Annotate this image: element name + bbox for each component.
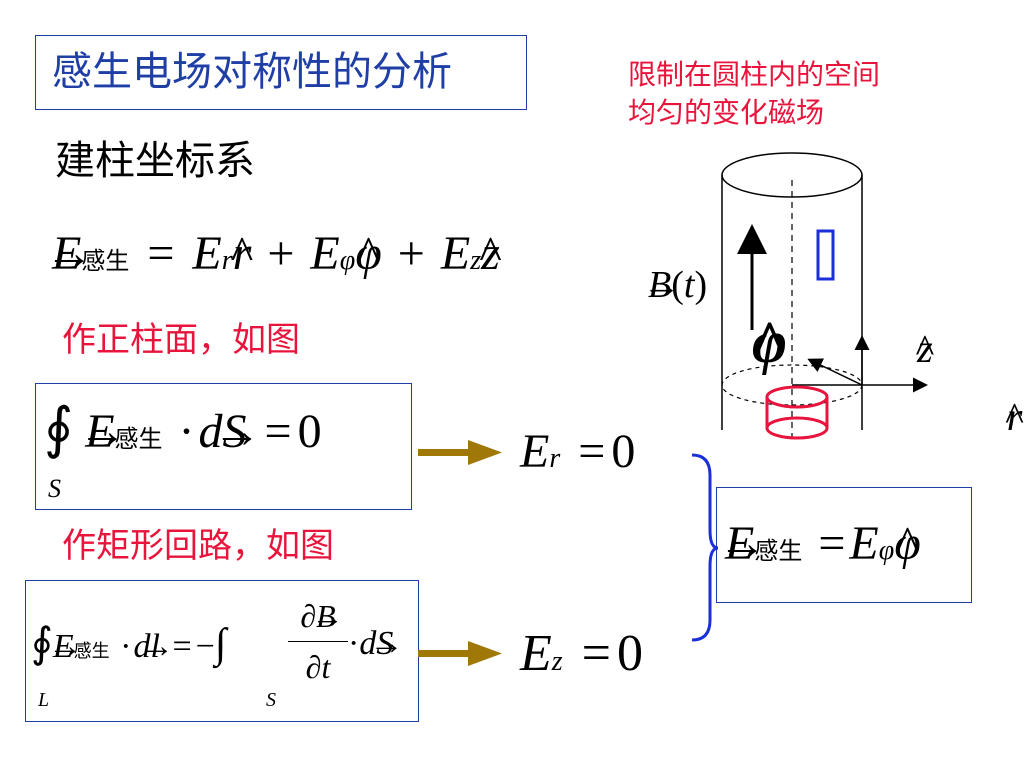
denominator-t: t — [321, 649, 331, 685]
result-ez-sub: z — [551, 646, 563, 677]
result-er-e: E — [520, 425, 550, 478]
arrow-to-ez — [418, 641, 502, 666]
line-equals: = — [172, 628, 192, 665]
fraction-denominator: ∂t — [288, 646, 348, 688]
result-ez-value: 0 — [617, 625, 643, 682]
result-er-zero: Er =0 — [520, 420, 635, 491]
eq1-er-sub: r — [221, 245, 233, 276]
cylinder-surface-coil — [765, 385, 829, 440]
surface-integral-box: ∮ E感生 ·dS =0 S — [35, 383, 412, 510]
field-note-line2: 均匀的变化磁场 — [628, 96, 825, 129]
label-b-of-t: B(t) — [648, 262, 707, 308]
eq1-ephi: E — [310, 227, 340, 280]
fraction-bar — [288, 641, 348, 642]
final-ephi: E — [849, 517, 879, 570]
surface-equals: = — [264, 405, 292, 458]
step-rectangular-loop: 作矩形回路，如图 — [62, 526, 334, 566]
eq1-ez-sub: z — [470, 245, 482, 276]
label-b-rparen: ) — [694, 264, 708, 306]
surface-dot: · — [178, 405, 195, 458]
line-l-vector: l — [151, 622, 160, 672]
eq1-r-hat: r — [233, 222, 252, 286]
label-phi-hat: φ — [752, 310, 787, 374]
arrow-to-er — [418, 440, 502, 465]
surface-integral: ∮ E感生 ·dS =0 — [44, 394, 322, 474]
equation-field-decomposition: E感生 = Err + Eφφ + Ezz — [52, 222, 500, 293]
result-ez-e: E — [520, 625, 552, 682]
rectangular-loop — [816, 229, 835, 281]
field-note-line1: 限制在圆柱内的空间 — [628, 58, 881, 91]
field-note: 限制在圆柱内的空间 均匀的变化磁场 — [628, 56, 880, 132]
line-int: ∫ — [214, 621, 227, 667]
final-e-vector: E — [725, 512, 754, 576]
denominator-partial: ∂ — [305, 649, 322, 685]
tail-s-vector: S — [376, 619, 393, 669]
step-cylinder-surface: 作正柱面，如图 — [62, 320, 300, 360]
label-z-hat: z — [917, 325, 933, 373]
numerator-b-vector: B — [316, 595, 336, 637]
label-b-t: t — [683, 264, 695, 306]
eq1-z-hat: z — [481, 222, 500, 286]
result-er-value: 0 — [611, 425, 636, 478]
line-minus: − — [195, 628, 215, 665]
final-result-box: E感生 =Eφφ — [716, 487, 972, 603]
fraction-numerator: ∂B — [288, 595, 348, 637]
title-box: 感生电场对称性的分析 — [35, 35, 527, 110]
eq1-plus2: + — [397, 227, 425, 280]
result-er-equals: = — [578, 425, 606, 478]
final-result: E感生 =Eφφ — [725, 512, 921, 583]
tail-dot: · — [348, 625, 360, 662]
line-limit-l: L — [38, 689, 50, 711]
final-ephi-sub: φ — [878, 535, 895, 566]
line-integral-tail: ·dS — [348, 619, 393, 669]
line-integral-box: ∮E感生 ·dl =−∫ ∂B ∂t ·dS L S — [25, 580, 419, 722]
eq1-phi-hat: φ — [355, 222, 382, 286]
eq1-plus1: + — [267, 227, 295, 280]
page-title: 感生电场对称性的分析 — [52, 49, 452, 95]
eq1-equals: = — [147, 227, 175, 280]
surface-zero: 0 — [297, 405, 322, 458]
eq1-er: E — [192, 227, 222, 280]
eq1-ephi-sub: φ — [339, 245, 356, 276]
line-e-vector: E — [53, 622, 74, 672]
surface-limit-s: S — [48, 474, 61, 503]
surface-oint: ∮ — [44, 398, 74, 460]
combine-brace — [691, 453, 719, 642]
step-coordinate-system: 建柱坐标系 — [55, 138, 255, 184]
line-limit-s: S — [266, 689, 276, 711]
label-b-vector: B — [648, 262, 671, 308]
result-er-sub: r — [549, 443, 561, 474]
surface-s-vector: S — [223, 397, 247, 467]
label-r-hat: r — [1007, 393, 1023, 441]
line-dot: · — [120, 628, 132, 665]
cylinder-diagram — [721, 152, 928, 440]
line-integral: ∮E感生 ·dl =−∫ — [31, 619, 226, 677]
line-fraction: ∂B ∂t — [288, 595, 348, 688]
line-induced-subscript: 感生 — [73, 641, 110, 662]
final-phi-hat: φ — [894, 512, 921, 576]
result-ez-zero: Ez =0 — [520, 620, 643, 696]
final-equals: = — [818, 517, 846, 570]
eq1-e-vector: E — [52, 222, 81, 286]
eq1-ez: E — [440, 227, 471, 280]
result-ez-equals: = — [581, 625, 611, 682]
surface-e-vector: E — [85, 397, 114, 467]
